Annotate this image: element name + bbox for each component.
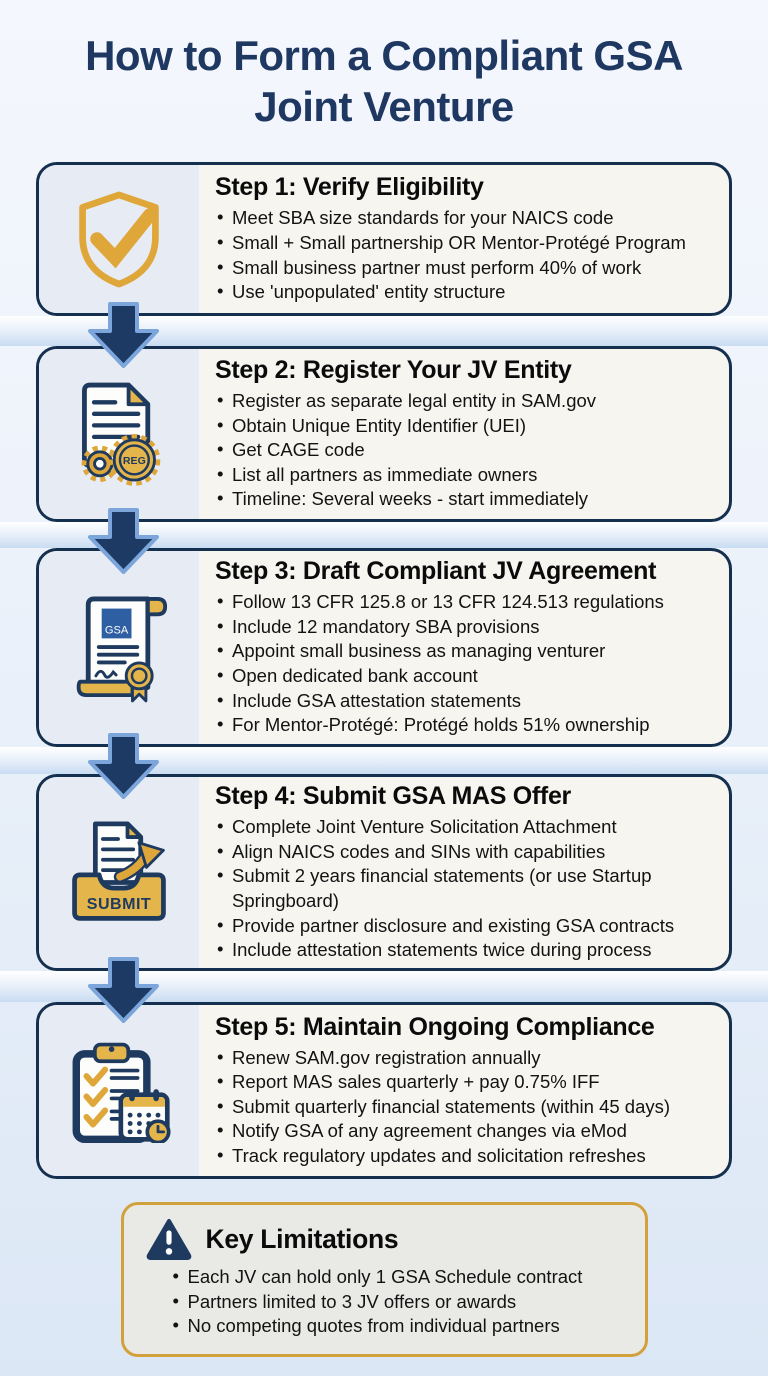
step-1-text: Step 1: Verify Eligibility Meet SBA size… — [199, 165, 729, 313]
step-card-1: Step 1: Verify Eligibility Meet SBA size… — [36, 162, 732, 316]
bullet-item: Follow 13 CFR 125.8 or 13 CFR 124.513 re… — [215, 589, 715, 615]
key-limitations-bullets: Each JV can hold only 1 GSA Schedule con… — [140, 1264, 629, 1339]
bullet-item: Renew SAM.gov registration annually — [215, 1045, 715, 1071]
bullet-item: Submit 2 years financial statements (or … — [215, 863, 715, 913]
bullet-item: Use 'unpopulated' entity structure — [215, 279, 715, 305]
step-bullets: Renew SAM.gov registration annuallyRepor… — [215, 1045, 715, 1169]
step-bullets: Follow 13 CFR 125.8 or 13 CFR 124.513 re… — [215, 589, 715, 738]
bullet-item: Appoint small business as managing ventu… — [215, 638, 715, 664]
step-card-3: GSA Step 3: Draft Compliant JV Agreement… — [36, 548, 732, 747]
down-arrow-icon — [88, 957, 159, 1023]
bullet-item: No competing quotes from individual part… — [171, 1313, 629, 1339]
down-arrow-icon — [88, 302, 159, 368]
step-4-icon-panel: SUBMIT — [39, 777, 199, 968]
key-limitations-header: Key Limitations — [140, 1218, 629, 1260]
step-card-5: Step 5: Maintain Ongoing Compliance Rene… — [36, 1002, 732, 1179]
step-2-icon-panel: REG — [39, 349, 199, 519]
bullet-item: Include 12 mandatory SBA provisions — [215, 614, 715, 640]
step-heading: Step 5: Maintain Ongoing Compliance — [215, 1012, 655, 1041]
bullet-item: Track regulatory updates and solicitatio… — [215, 1143, 715, 1169]
bullet-item: Report MAS sales quarterly + pay 0.75% I… — [215, 1069, 715, 1095]
bullet-item: Provide partner disclosure and existing … — [215, 913, 715, 939]
connector-3 — [0, 733, 768, 799]
bullet-item: Open dedicated bank account — [215, 663, 715, 689]
step-bullets: Meet SBA size standards for your NAICS c… — [215, 205, 715, 305]
step-card-4: SUBMIT Step 4: Submit GSA MAS Offer Comp… — [36, 774, 732, 971]
gsa-scroll-seal-icon: GSA — [76, 596, 168, 702]
step-3-icon-panel: GSA — [39, 551, 199, 744]
step-2-text: Step 2: Register Your JV Entity Register… — [199, 349, 729, 519]
submit-tray-icon: SUBMIT — [72, 820, 166, 921]
bullet-item: Complete Joint Venture Solicitation Atta… — [215, 814, 715, 840]
step-card-2: REG Step 2: Register Your JV Entity Regi… — [36, 346, 732, 522]
seal-ribbon-icon — [124, 660, 154, 702]
bullet-item: List all partners as immediate owners — [215, 462, 715, 488]
bullet-item: Notify GSA of any agreement changes via … — [215, 1118, 715, 1144]
bullet-item: Partners limited to 3 JV offers or award… — [171, 1289, 629, 1315]
down-arrow-icon — [88, 733, 159, 799]
warning-icon — [146, 1218, 191, 1260]
bullet-item: For Mentor-Protégé: Protégé holds 51% ow… — [215, 712, 715, 738]
key-limitations-heading: Key Limitations — [205, 1223, 399, 1254]
bullet-item: Include attestation statements twice dur… — [215, 937, 715, 963]
step-1-icon-panel — [39, 165, 199, 313]
step-heading: Step 3: Draft Compliant JV Agreement — [215, 557, 657, 586]
bullet-item: Submit quarterly financial statements (w… — [215, 1094, 715, 1120]
connector-4 — [0, 957, 768, 1023]
bullet-item: Small + Small partnership OR Mentor-Prot… — [215, 230, 715, 256]
key-limitations-box: Key Limitations Each JV can hold only 1 … — [120, 1202, 648, 1357]
reg-badge-label: REG — [123, 455, 146, 467]
page-title: How to Form a Compliant GSA Joint Ventur… — [85, 32, 683, 130]
bullet-item: Get CAGE code — [215, 437, 715, 463]
bullet-item: Meet SBA size standards for your NAICS c… — [215, 205, 715, 231]
step-heading: Step 2: Register Your JV Entity — [215, 356, 572, 385]
connector-1 — [0, 302, 768, 368]
step-3-text: Step 3: Draft Compliant JV Agreement Fol… — [199, 551, 729, 744]
gsa-square — [101, 608, 132, 638]
bullet-item: Include GSA attestation statements — [215, 688, 715, 714]
shield-check-icon — [79, 191, 159, 288]
calendar-icon — [118, 1088, 171, 1143]
step-heading: Step 4: Submit GSA MAS Offer — [215, 782, 571, 811]
step-5-icon-panel — [39, 1005, 199, 1176]
bullet-item: Register as separate legal entity in SAM… — [215, 388, 715, 414]
reg-badge-icon: REG — [108, 433, 161, 486]
step-5-text: Step 5: Maintain Ongoing Compliance Rene… — [199, 1005, 729, 1176]
clock-icon — [145, 1118, 171, 1143]
bullet-item: Each JV can hold only 1 GSA Schedule con… — [171, 1264, 629, 1290]
bullet-item: Small business partner must perform 40% … — [215, 255, 715, 281]
clipboard-calendar-icon — [72, 1042, 171, 1143]
bullet-item: Obtain Unique Entity Identifier (UEI) — [215, 413, 715, 439]
connector-2 — [0, 508, 768, 574]
bullet-item: Align NAICS codes and SINs with capabili… — [215, 839, 715, 865]
submit-tray-label: SUBMIT — [87, 894, 151, 912]
step-heading: Step 1: Verify Eligibility — [215, 173, 484, 202]
document-gear-reg-icon: REG — [81, 382, 161, 486]
step-bullets: Complete Joint Venture Solicitation Atta… — [215, 814, 715, 963]
step-bullets: Register as separate legal entity in SAM… — [215, 388, 715, 512]
step-4-text: Step 4: Submit GSA MAS Offer Complete Jo… — [199, 777, 729, 968]
gsa-square-label: GSA — [105, 624, 129, 636]
down-arrow-icon — [88, 508, 159, 574]
bullet-item: Timeline: Several weeks - start immediat… — [215, 486, 715, 512]
